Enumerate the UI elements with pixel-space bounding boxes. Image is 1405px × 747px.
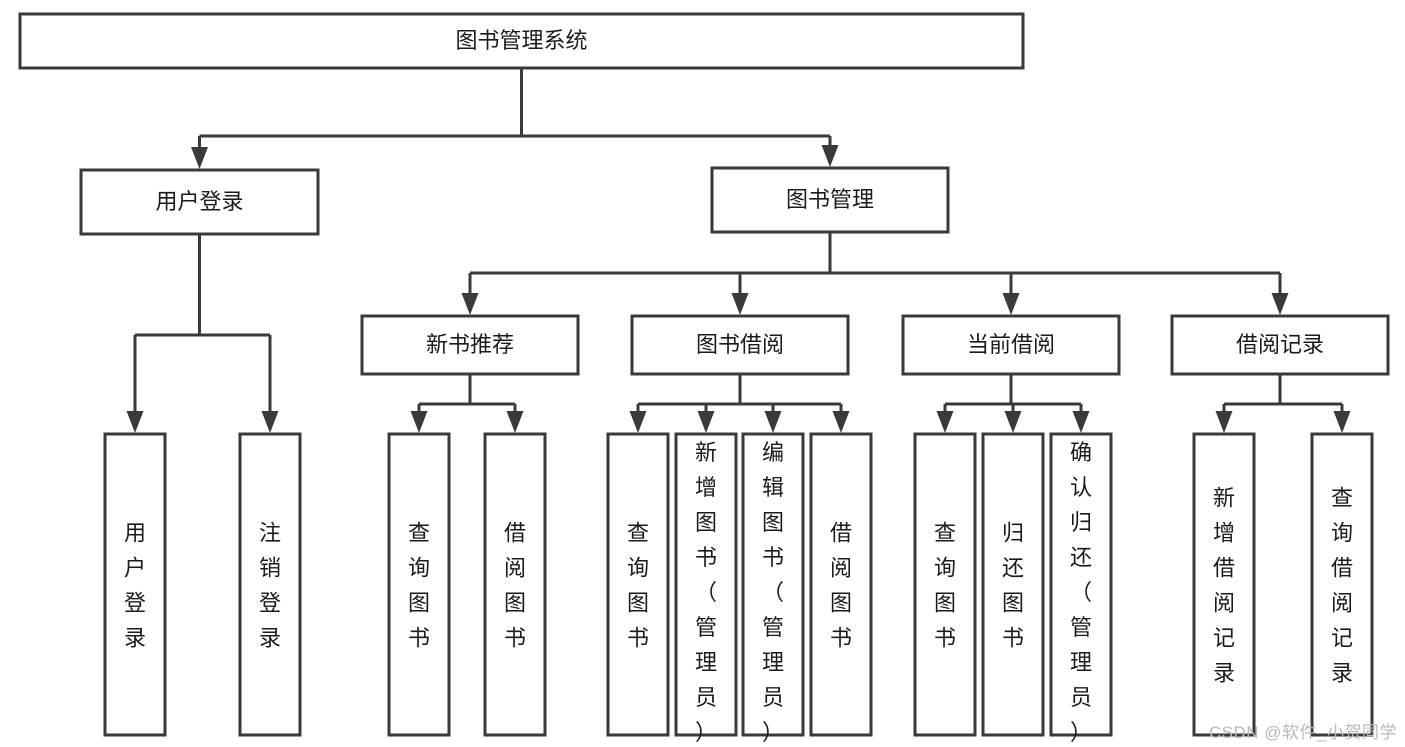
arrow-head-icon bbox=[697, 411, 715, 433]
node-root[interactable]: 图书管理系统 bbox=[18, 12, 1025, 70]
node-box-borrow-record[interactable] bbox=[1170, 314, 1390, 376]
node-label-borrow-record: 借阅记录 bbox=[1236, 332, 1324, 357]
node-leaf-confirm-return-admin[interactable]: 确认归还（管理员） bbox=[1049, 432, 1113, 745]
arrow-head-icon bbox=[821, 145, 839, 167]
node-label-book-manage: 图书管理 bbox=[786, 187, 874, 212]
node-leaf-return-book[interactable]: 归还图书 bbox=[981, 432, 1045, 737]
node-current-borrow[interactable]: 当前借阅 bbox=[901, 314, 1121, 376]
node-label-current-borrow: 当前借阅 bbox=[967, 332, 1055, 357]
node-leaf-query-book-rec[interactable]: 查询图书 bbox=[387, 432, 451, 737]
node-label-book-borrow: 图书借阅 bbox=[696, 332, 784, 357]
connector-group-current-borrow bbox=[936, 374, 1090, 433]
node-leaf-query-borrow-record[interactable]: 查询借阅记录 bbox=[1310, 432, 1374, 737]
node-box-leaf-add-book-admin[interactable] bbox=[674, 432, 738, 737]
node-book-borrow[interactable]: 图书借阅 bbox=[630, 314, 850, 376]
node-label-leaf-query-book-current: 查询图书 bbox=[934, 521, 956, 651]
arrow-head-icon bbox=[410, 411, 428, 433]
node-box-leaf-edit-book-admin[interactable] bbox=[741, 432, 805, 737]
node-leaf-query-book-borrow[interactable]: 查询图书 bbox=[606, 432, 670, 737]
arrow-head-icon bbox=[764, 411, 782, 433]
connector-layer bbox=[126, 68, 1351, 433]
node-leaf-add-borrow-record[interactable]: 新增借阅记录 bbox=[1192, 432, 1256, 737]
node-label-leaf-user-logout: 注销登录 bbox=[259, 521, 281, 651]
node-box-current-borrow[interactable] bbox=[901, 314, 1121, 376]
node-layer: 图书管理系统用户登录图书管理新书推荐图书借阅当前借阅借阅记录用户登录注销登录查询… bbox=[18, 12, 1390, 745]
arrow-head-icon bbox=[1333, 411, 1351, 433]
arrow-head-icon bbox=[126, 411, 144, 433]
watermark-text: CSDN @软件_小贺同学 bbox=[1208, 723, 1397, 742]
connector-group-borrow-record bbox=[1215, 374, 1351, 433]
node-box-leaf-confirm-return-admin[interactable] bbox=[1049, 432, 1113, 737]
node-user-login[interactable]: 用户登录 bbox=[79, 168, 320, 236]
arrow-head-icon bbox=[1072, 411, 1090, 433]
node-leaf-add-book-admin[interactable]: 新增图书（管理员） bbox=[674, 432, 738, 745]
node-label-leaf-edit-book-admin: 编辑图书（管理员） bbox=[762, 440, 784, 745]
arrow-head-icon bbox=[506, 411, 524, 433]
node-label-leaf-return-book: 归还图书 bbox=[1002, 521, 1024, 651]
node-box-new-book-recommend[interactable] bbox=[360, 314, 580, 376]
connector-group-book-manage bbox=[461, 232, 1289, 315]
connector-group-root bbox=[191, 68, 839, 169]
node-box-book-borrow[interactable] bbox=[630, 314, 850, 376]
connector-group-book-borrow bbox=[629, 374, 850, 433]
arrow-head-icon bbox=[629, 411, 647, 433]
node-box-leaf-borrow-book-rec[interactable] bbox=[483, 432, 547, 737]
node-label-leaf-query-book-borrow: 查询图书 bbox=[627, 521, 649, 651]
node-box-leaf-return-book[interactable] bbox=[981, 432, 1045, 737]
arrow-head-icon bbox=[261, 411, 279, 433]
node-label-user-login: 用户登录 bbox=[155, 189, 243, 214]
node-label-new-book-recommend: 新书推荐 bbox=[426, 332, 514, 357]
node-box-leaf-query-book-borrow[interactable] bbox=[606, 432, 670, 737]
arrow-head-icon bbox=[731, 293, 749, 315]
node-leaf-borrow-book[interactable]: 借阅图书 bbox=[809, 432, 873, 737]
node-box-leaf-add-borrow-record[interactable] bbox=[1192, 432, 1256, 737]
node-box-root[interactable] bbox=[18, 12, 1025, 70]
arrow-head-icon bbox=[832, 411, 850, 433]
node-label-leaf-borrow-book: 借阅图书 bbox=[830, 521, 852, 651]
node-borrow-record[interactable]: 借阅记录 bbox=[1170, 314, 1390, 376]
node-book-manage[interactable]: 图书管理 bbox=[710, 166, 950, 234]
connector-group-new-book-recommend bbox=[410, 374, 524, 433]
node-leaf-borrow-book-rec[interactable]: 借阅图书 bbox=[483, 432, 547, 737]
node-box-leaf-user-login[interactable] bbox=[103, 432, 167, 737]
node-box-leaf-query-book-rec[interactable] bbox=[387, 432, 451, 737]
node-box-book-manage[interactable] bbox=[710, 166, 950, 234]
node-box-leaf-borrow-book[interactable] bbox=[809, 432, 873, 737]
arrow-head-icon bbox=[936, 411, 954, 433]
node-label-leaf-user-login: 用户登录 bbox=[124, 521, 146, 651]
node-leaf-user-login[interactable]: 用户登录 bbox=[103, 432, 167, 737]
node-box-leaf-user-logout[interactable] bbox=[238, 432, 302, 737]
arrow-head-icon bbox=[1215, 411, 1233, 433]
node-label-leaf-add-borrow-record: 新增借阅记录 bbox=[1213, 486, 1235, 686]
node-label-leaf-add-book-admin: 新增图书（管理员） bbox=[695, 440, 717, 745]
node-box-user-login[interactable] bbox=[79, 168, 320, 236]
node-label-leaf-query-borrow-record: 查询借阅记录 bbox=[1331, 486, 1353, 686]
arrow-head-icon bbox=[1271, 293, 1289, 315]
arrow-head-icon bbox=[1004, 411, 1022, 433]
node-label-leaf-confirm-return-admin: 确认归还（管理员） bbox=[1070, 440, 1092, 745]
connector-group-user-login bbox=[126, 234, 279, 433]
node-label-leaf-query-book-rec: 查询图书 bbox=[408, 521, 430, 651]
node-label-root: 图书管理系统 bbox=[455, 28, 587, 53]
arrow-head-icon bbox=[461, 293, 479, 315]
arrow-head-icon bbox=[191, 147, 208, 169]
arrow-head-icon bbox=[1002, 293, 1020, 315]
node-new-book-recommend[interactable]: 新书推荐 bbox=[360, 314, 580, 376]
node-box-leaf-query-borrow-record[interactable] bbox=[1310, 432, 1374, 737]
node-leaf-user-logout[interactable]: 注销登录 bbox=[238, 432, 302, 737]
node-leaf-edit-book-admin[interactable]: 编辑图书（管理员） bbox=[741, 432, 805, 745]
node-label-leaf-borrow-book-rec: 借阅图书 bbox=[504, 521, 526, 651]
node-leaf-query-book-current[interactable]: 查询图书 bbox=[913, 432, 977, 737]
node-box-leaf-query-book-current[interactable] bbox=[913, 432, 977, 737]
